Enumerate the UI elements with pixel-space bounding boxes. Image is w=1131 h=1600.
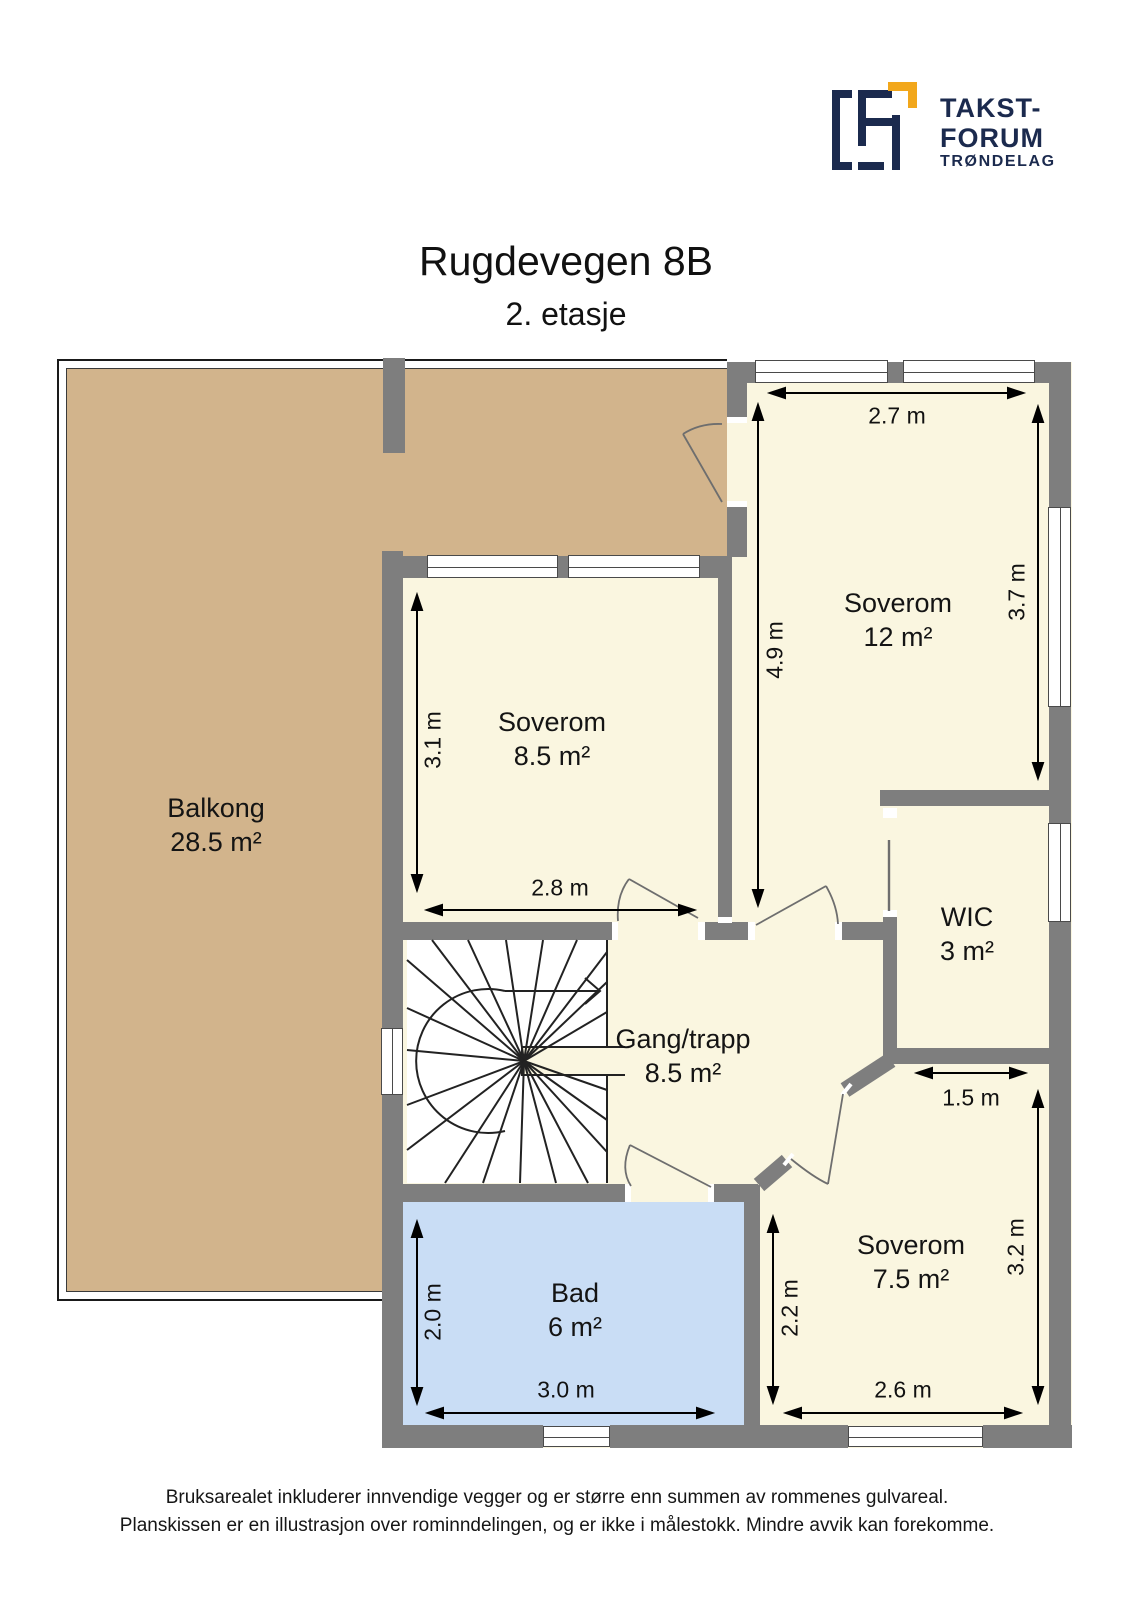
wall	[1049, 707, 1071, 823]
wall	[705, 922, 748, 940]
window	[848, 1426, 983, 1447]
dim-label-sov75-width: 2.6 m	[874, 1376, 932, 1403]
dim-label-bad-depth: 2.0 m	[419, 1283, 446, 1341]
angled-walls	[753, 1053, 896, 1192]
wall	[883, 1048, 1049, 1064]
dim-label-sov85-depth: 3.1 m	[419, 711, 446, 769]
door-frame	[835, 922, 842, 940]
wall	[718, 557, 732, 917]
door-frame	[612, 922, 618, 940]
dim-label-bad-width: 3.0 m	[537, 1376, 595, 1403]
dim-label-sov12-depth: 4.9 m	[761, 621, 788, 679]
window	[568, 555, 700, 578]
door-frame	[727, 501, 747, 507]
dim-label-sov75-right: 3.2 m	[1002, 1218, 1029, 1276]
door-frame	[748, 922, 755, 940]
room-balkong-strip	[383, 368, 727, 556]
wall	[880, 790, 1049, 806]
wall	[610, 1425, 848, 1448]
door-frame	[698, 922, 705, 940]
wall	[842, 922, 887, 940]
door-frame	[718, 917, 732, 923]
wall	[888, 362, 903, 383]
dim-label-sov85-width: 2.8 m	[531, 874, 589, 901]
page-title: Rugdevegen 8B	[418, 238, 714, 284]
dim-label-sov75-depth: 2.2 m	[776, 1279, 803, 1337]
dim-label-sov12-width: 2.7 m	[868, 402, 926, 429]
page-subtitle: 2. etasje	[505, 296, 627, 332]
door-frame	[883, 910, 897, 917]
wall	[382, 1095, 403, 1448]
window	[755, 360, 888, 383]
door-frame	[625, 1184, 631, 1202]
dim-label-sov12-right: 3.7 m	[1003, 563, 1030, 621]
window	[1048, 507, 1071, 707]
wall	[403, 556, 427, 578]
logo-text-line2: FORUM	[940, 123, 1044, 153]
footer-line1: Bruksarealet inkluderer innvendige vegge…	[165, 1487, 949, 1508]
wall	[382, 551, 403, 1028]
door-frame	[883, 808, 897, 818]
logo-text-line1: TAKST-	[940, 93, 1042, 123]
dim-label-wic-width: 1.5 m	[942, 1084, 1000, 1111]
wall	[1049, 922, 1071, 1448]
room-balkong	[66, 368, 383, 1292]
wall	[403, 922, 612, 940]
wall	[383, 358, 405, 453]
wall	[744, 1185, 760, 1425]
wall	[983, 1425, 1072, 1448]
stairs	[406, 939, 625, 1184]
wall	[727, 362, 747, 417]
window	[1048, 823, 1071, 922]
wall	[403, 1184, 625, 1202]
footer-line2: Planskissen er en illustrasjon over romi…	[119, 1515, 995, 1536]
logo-text-line3: TRØNDELAG	[940, 153, 1056, 170]
wall	[1049, 362, 1071, 507]
takstforum-logo	[830, 82, 920, 172]
room-bad	[403, 1202, 744, 1426]
window	[543, 1426, 610, 1447]
door-frame	[727, 417, 747, 423]
wall	[727, 507, 747, 557]
window	[427, 555, 558, 578]
door-frame	[708, 1184, 714, 1202]
takstforum-logo-icon	[830, 82, 920, 172]
window	[903, 360, 1035, 383]
window	[381, 1028, 403, 1095]
wall	[558, 556, 568, 578]
wall	[382, 1425, 543, 1448]
wall	[883, 917, 897, 1048]
dimension-arrows	[410, 386, 1045, 1420]
